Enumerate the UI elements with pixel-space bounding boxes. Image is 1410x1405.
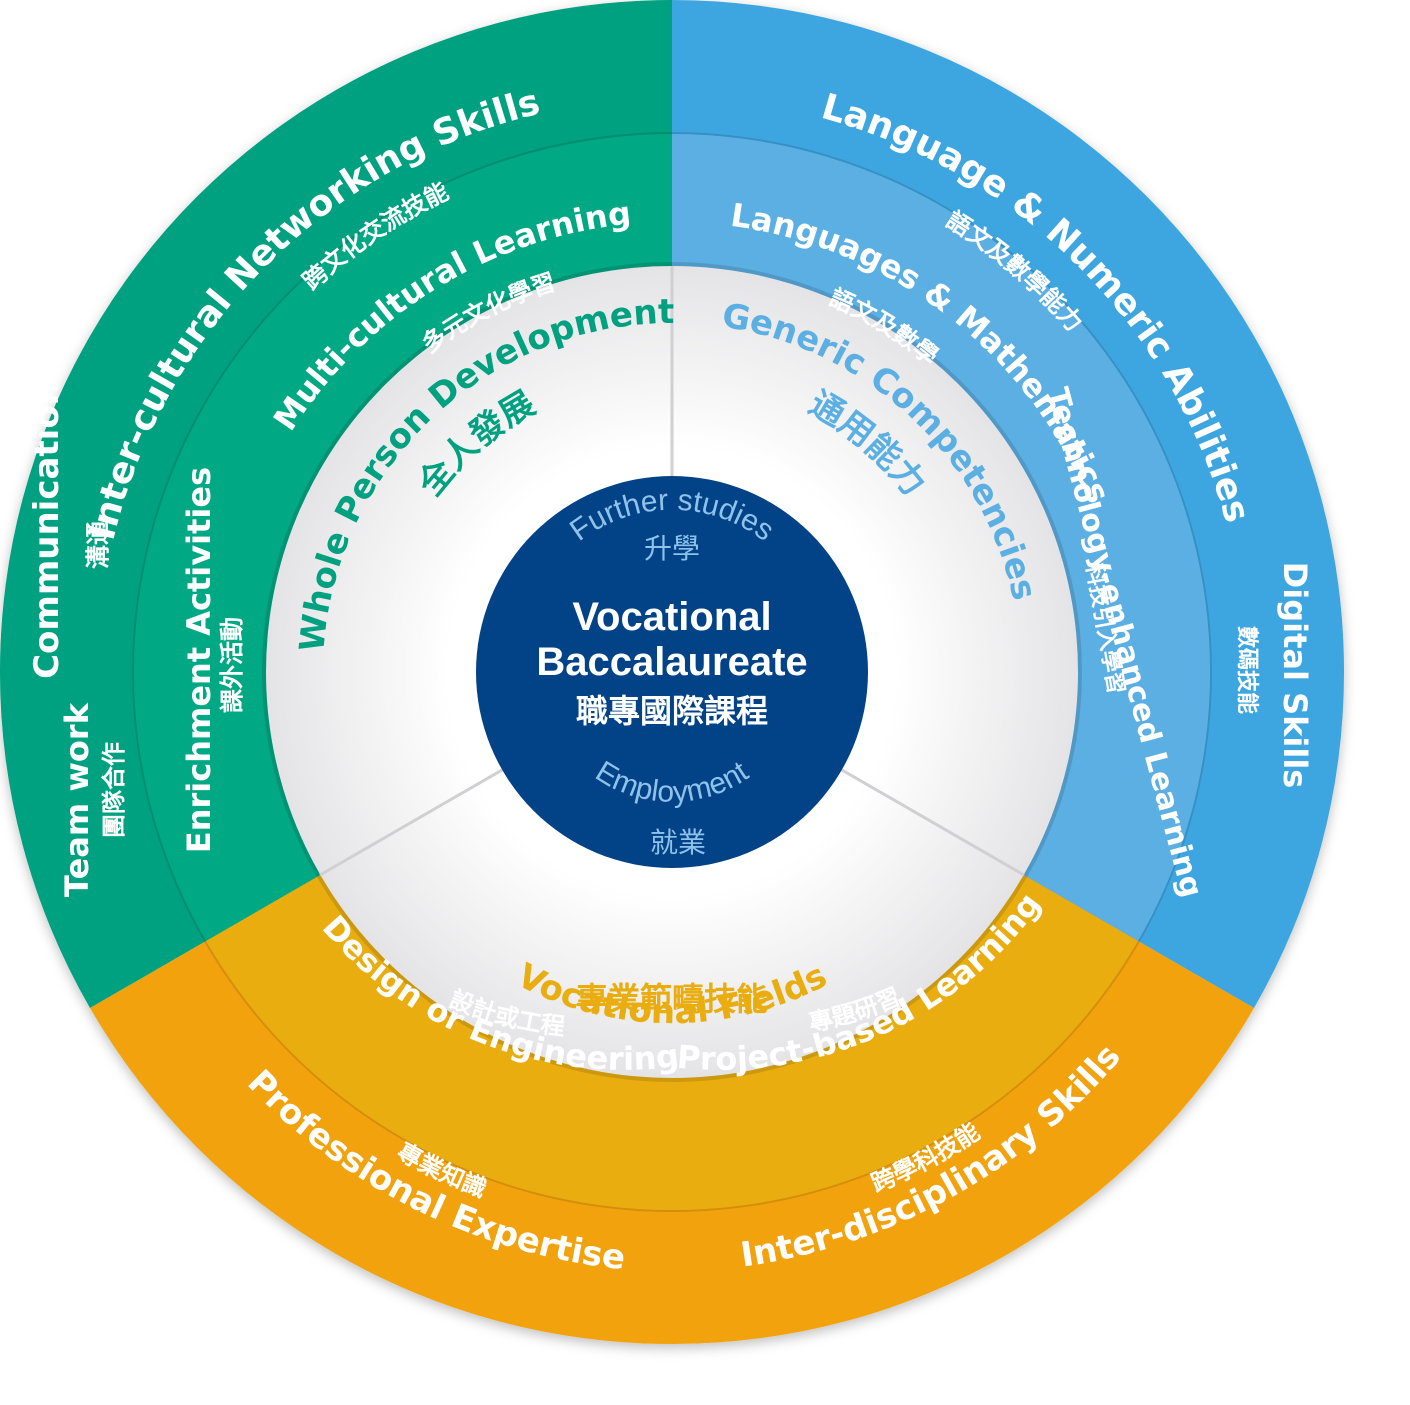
enrichment-label: Enrichment Activities bbox=[180, 467, 218, 853]
center-circle bbox=[476, 476, 868, 868]
employment-zh: 就業 bbox=[650, 827, 706, 858]
communication-zh: 溝通 bbox=[84, 521, 112, 569]
communication-label: Communication bbox=[27, 381, 67, 679]
vocational-fields-zh: 專業範疇技能 bbox=[576, 980, 768, 1018]
digital-skills-zh: 數碼技能 bbox=[1234, 626, 1260, 714]
team-work-label: Team work bbox=[58, 702, 96, 897]
center-title-line2: Baccalaureate bbox=[536, 640, 807, 684]
center-title-zh: 職專國際課程 bbox=[576, 692, 768, 730]
team-work-zh: 團隊合作 bbox=[100, 742, 128, 838]
center-title-line1: Vocational bbox=[572, 595, 771, 639]
further-studies-zh: 升學 bbox=[644, 533, 700, 564]
enrichment-zh: 課外活動 bbox=[218, 617, 246, 713]
digital-skills-label: Digital Skills bbox=[1276, 562, 1314, 789]
